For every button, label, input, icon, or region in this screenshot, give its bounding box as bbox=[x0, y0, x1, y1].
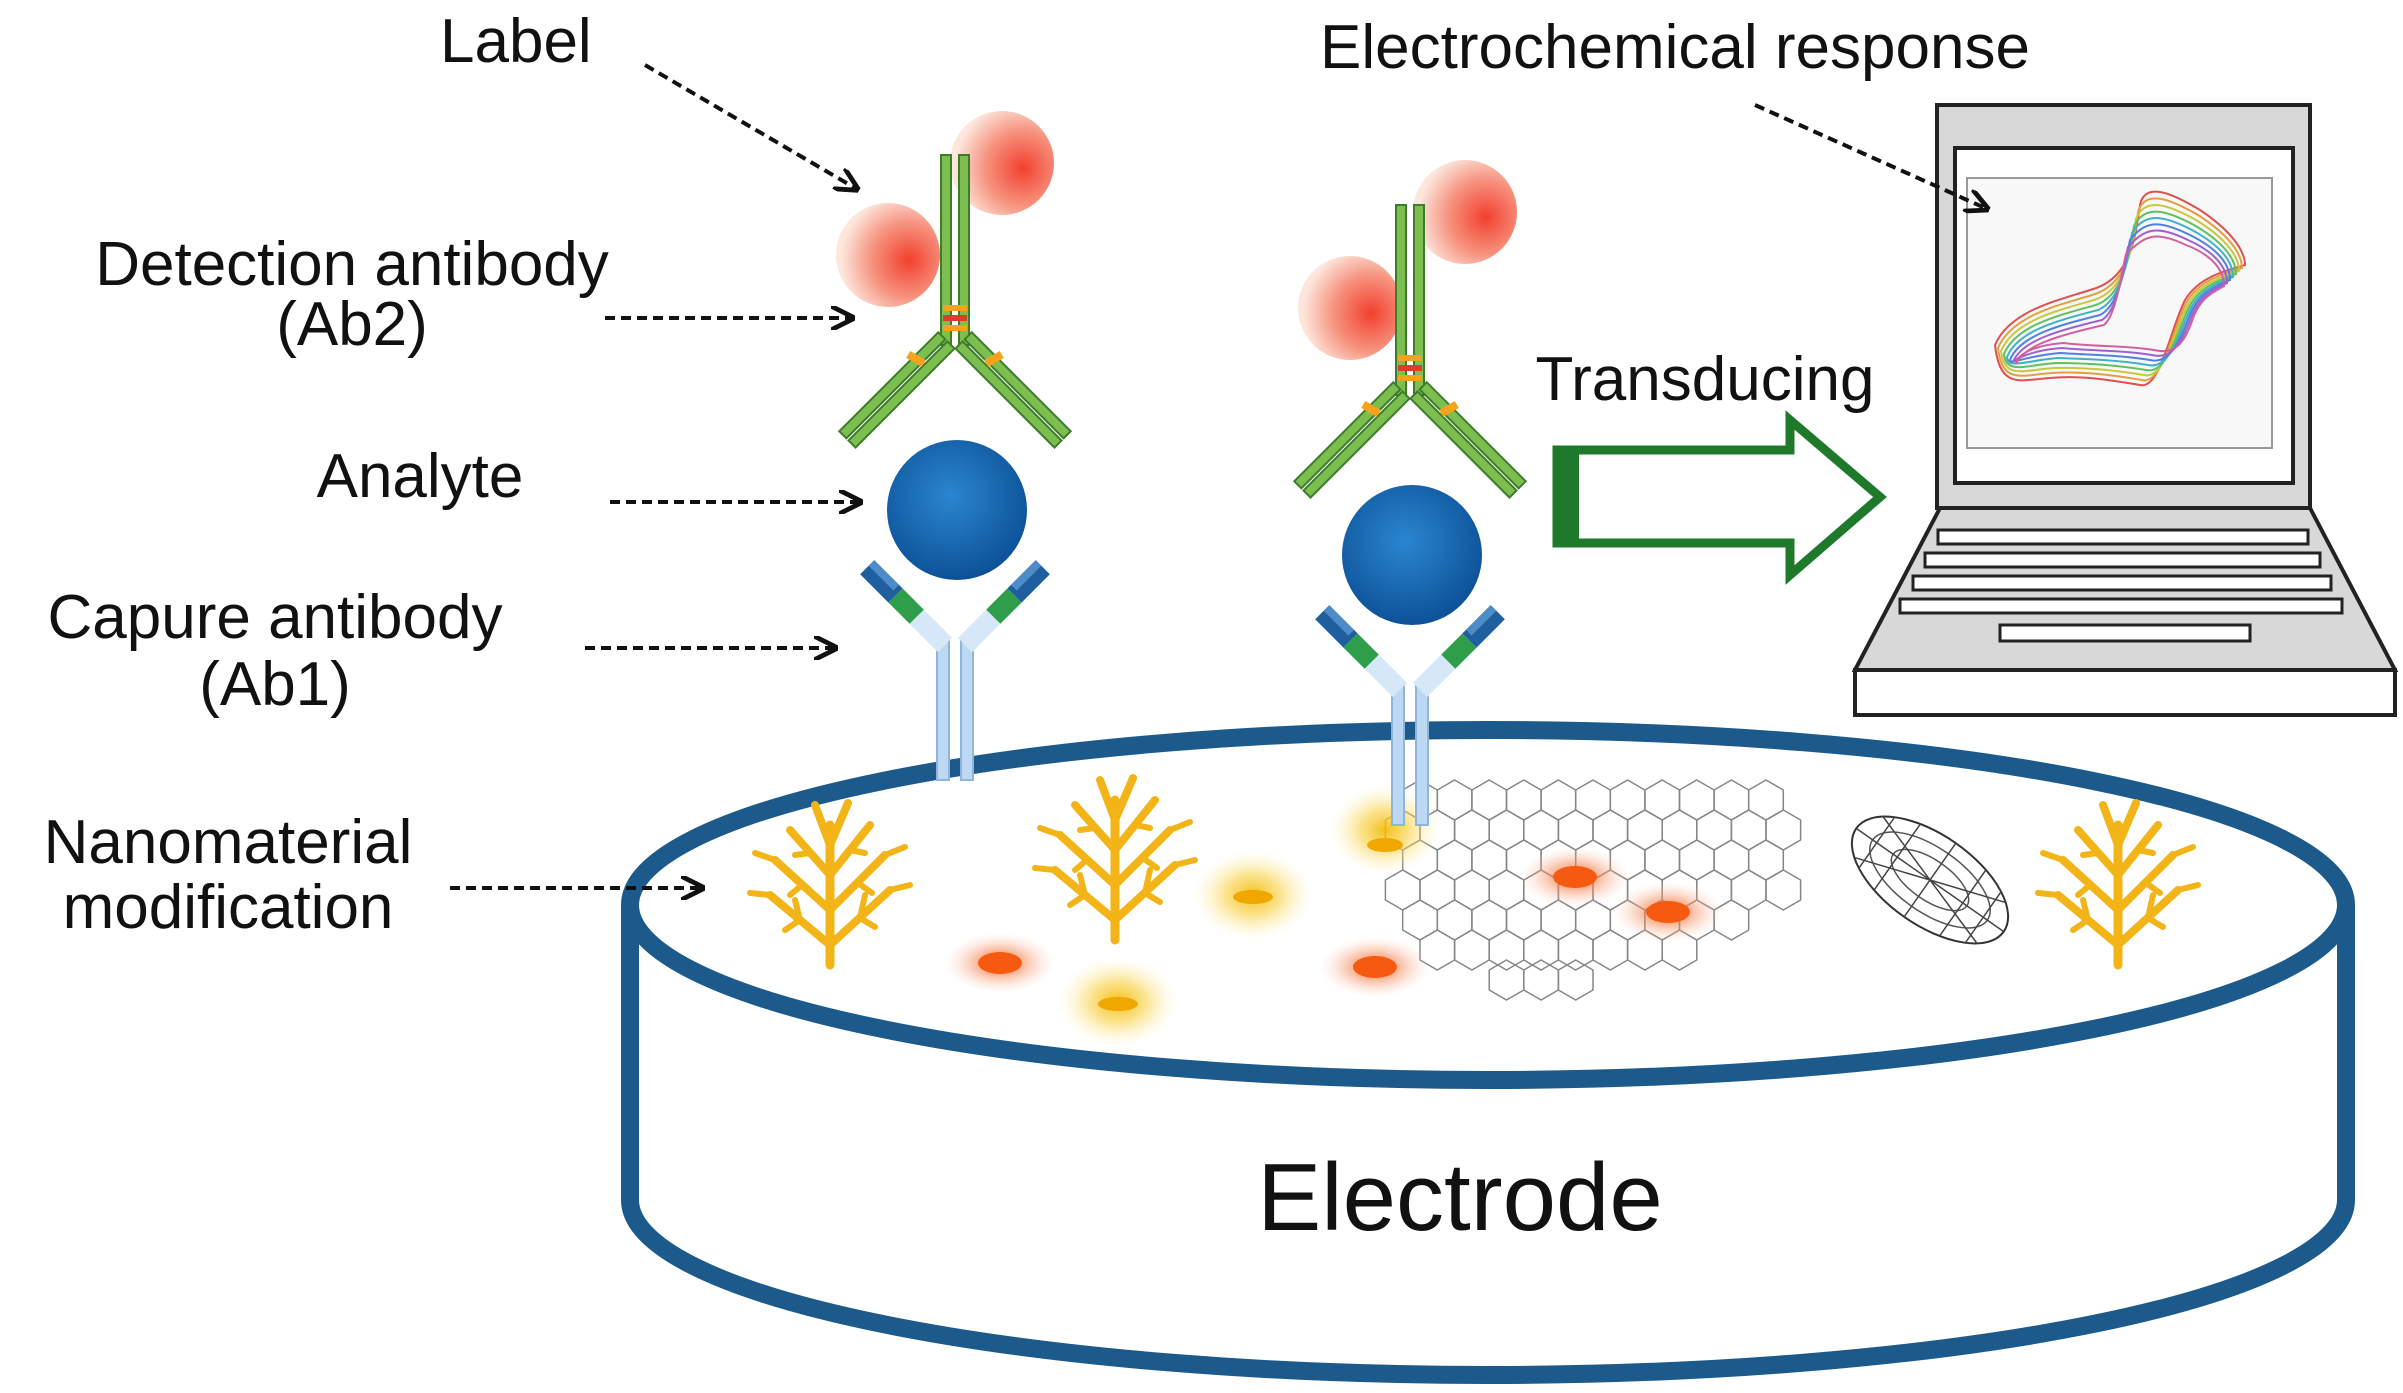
capture-antibody-sublabel: (Ab1) bbox=[199, 650, 351, 719]
detection-antibody-sublabel: (Ab2) bbox=[276, 290, 428, 359]
capture-antibody-label: Capure antibody bbox=[48, 583, 503, 652]
label-sphere-1b bbox=[836, 203, 940, 307]
text-labels: Label Detection antibody (Ab2) Analyte C… bbox=[44, 7, 2030, 1251]
cv-curves bbox=[1993, 190, 2247, 387]
label-sphere-2a bbox=[1413, 160, 1517, 264]
detection-antibody-label: Detection antibody bbox=[95, 230, 609, 299]
transducing-label: Transducing bbox=[1536, 345, 1875, 414]
label-text: Label bbox=[440, 7, 592, 76]
sandwich-complex-1 bbox=[836, 111, 1072, 781]
laptop bbox=[1851, 103, 2399, 717]
pointer-arrows bbox=[450, 63, 1985, 888]
electrode-label: Electrode bbox=[1257, 1144, 1663, 1251]
transducing-arrow bbox=[1552, 410, 1887, 585]
sandwich-complex-2 bbox=[1293, 160, 1527, 826]
analyte-sphere-1 bbox=[887, 440, 1027, 580]
analyte-sphere-2 bbox=[1342, 485, 1482, 625]
carbon-nanotube bbox=[1850, 815, 2010, 945]
analyte-label: Analyte bbox=[317, 442, 524, 511]
nanomaterial-label: Nanomaterial bbox=[44, 808, 413, 877]
electrochemical-pointer bbox=[1754, 103, 1985, 208]
nanomaterial-sublabel: modification bbox=[63, 873, 394, 942]
label-pointer bbox=[643, 63, 855, 188]
label-sphere-2b bbox=[1298, 256, 1402, 360]
electrochemical-response-label: Electrochemical response bbox=[1320, 13, 2030, 82]
label-sphere-1a bbox=[950, 111, 1054, 215]
capture-antibody-1 bbox=[859, 559, 1051, 781]
nanoparticles bbox=[945, 785, 1723, 1047]
electrode bbox=[621, 721, 2355, 1384]
